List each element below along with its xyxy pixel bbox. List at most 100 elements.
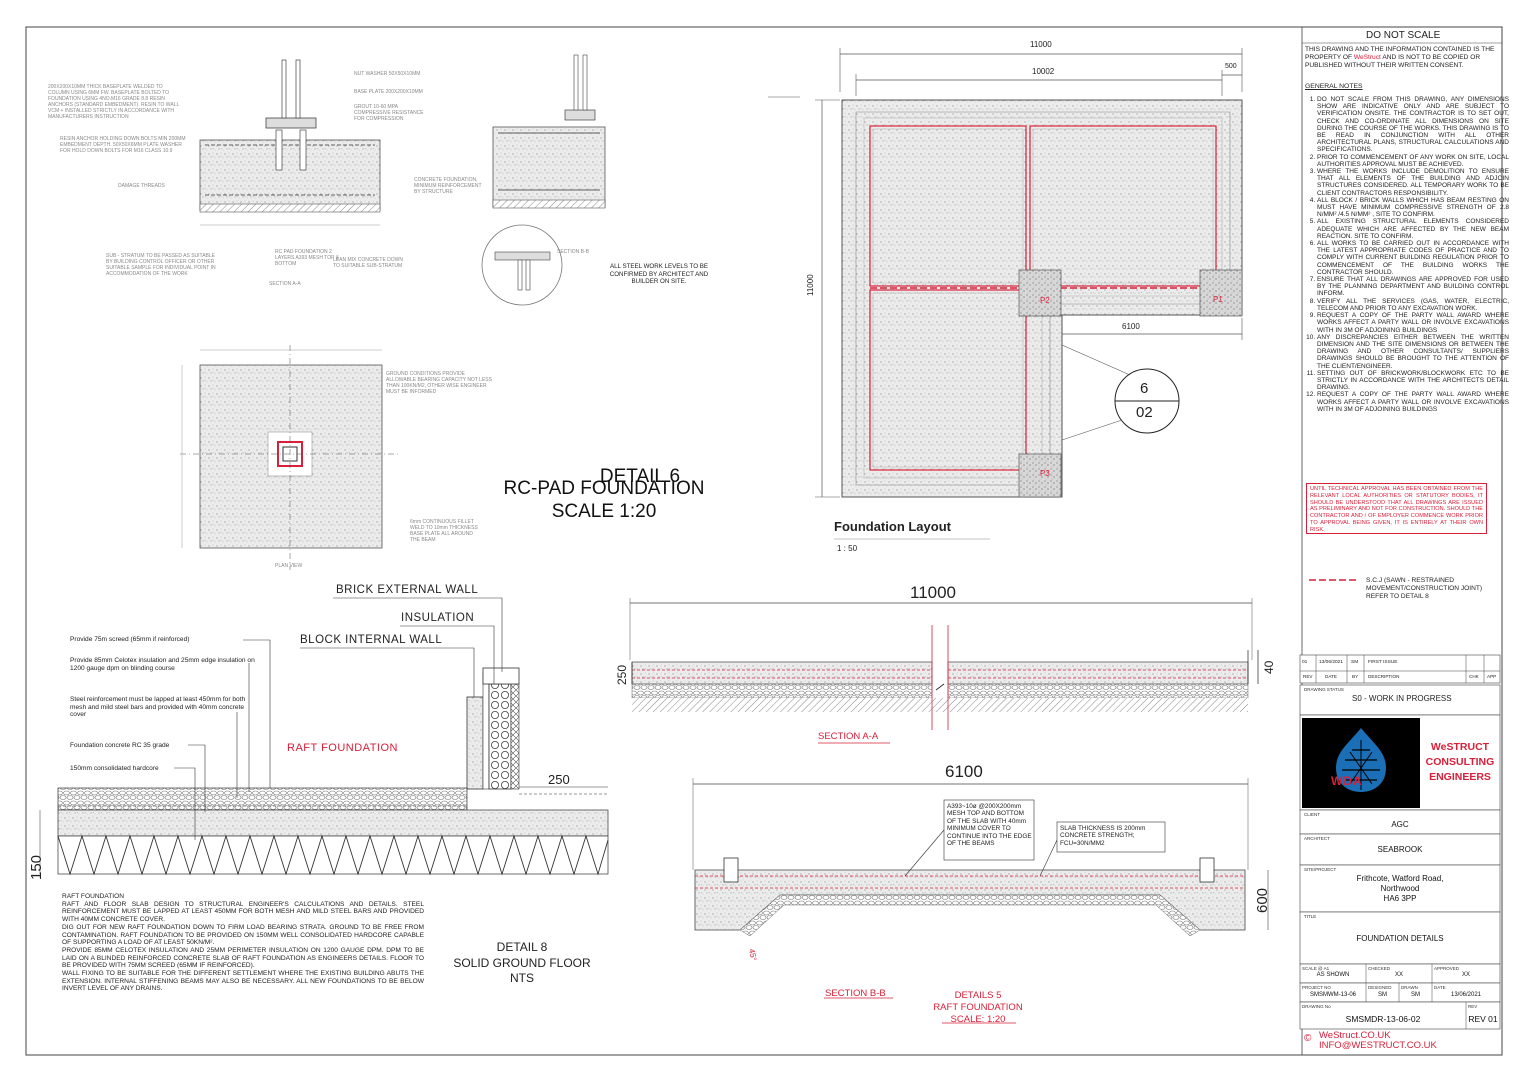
email-link[interactable]: INFO@WESTRUCT.CO.UK bbox=[1319, 1040, 1437, 1051]
layout-dim-side: 11000 bbox=[806, 274, 815, 296]
approved-label: APPROVED bbox=[1434, 966, 1460, 971]
section-bb-dim-overall: 6100 bbox=[945, 762, 983, 781]
pad-annotation-concrete: CONCRETE FOUNDATION, MINIMUM REINFORCEME… bbox=[414, 177, 482, 195]
rev-row-description: FIRST ISSUE bbox=[1368, 660, 1398, 665]
pad-label-p3: P3 bbox=[1040, 469, 1050, 478]
architect-value: SEABROOK bbox=[1377, 845, 1423, 854]
celotex-note: Provide 85mm Celotex insulation and 25mm… bbox=[70, 657, 255, 672]
pad-annotation-washer: NUT WASHER 50X50X10MM bbox=[354, 71, 421, 77]
rc-pad-section-a bbox=[199, 59, 381, 226]
pad-annotation-ground: GROUND CONDITIONS PROVIDE ALLOWABLE BEAR… bbox=[386, 371, 492, 395]
copyright-icon: © bbox=[1304, 1033, 1312, 1044]
project-value: SMSMWM-13-06 bbox=[1309, 992, 1356, 998]
general-note: ALL BLOCK / BRICK WALLS WHICH HAS BEAM R… bbox=[1317, 197, 1509, 219]
general-note: ENSURE THAT ALL DRAWINGS ARE APPROVED FO… bbox=[1317, 276, 1509, 298]
client-value: AGC bbox=[1391, 820, 1409, 829]
brick-wall-label: BRICK EXTERNAL WALL bbox=[336, 584, 479, 596]
architect-label: ARCHITECT bbox=[1304, 836, 1330, 841]
approval-note: UNTIL TECHNICAL APPROVAL HAS BEEN OBTAIN… bbox=[1306, 483, 1487, 534]
pad-annotation-section-bb: SECTION B-B bbox=[557, 249, 589, 255]
title-label: TITLE bbox=[1304, 914, 1317, 919]
general-note: ANY DISCREPANCIES EITHER BETWEEN THE WRI… bbox=[1317, 334, 1509, 370]
layout-title: Foundation Layout bbox=[834, 519, 951, 534]
pad-label-p1: P1 bbox=[1213, 295, 1223, 304]
pad-annotation-substrata: SUB - STRATUM TO BE PASSED AS SUITABLE B… bbox=[106, 253, 216, 277]
concrete-note: Foundation concrete RC 35 grade bbox=[70, 742, 170, 749]
rev-row-rev: 01 bbox=[1302, 660, 1308, 665]
do-not-scale: DO NOT SCALE bbox=[1366, 30, 1441, 41]
pad-annotation-plan: PLAN VIEW bbox=[275, 563, 303, 569]
legend-line3: REFER TO DETAIL 8 bbox=[1366, 592, 1429, 600]
pad-annotation-bolts: RESIN ANCHOR HOLDING DOWN BOLTS MIN 200M… bbox=[60, 136, 186, 154]
layout-dim-6100: 6100 bbox=[1122, 322, 1140, 331]
detail6-title-line3: SCALE 1:20 bbox=[551, 501, 657, 522]
foundation-layout-plan bbox=[768, 48, 1243, 540]
raft-foundation-label: RAFT FOUNDATION bbox=[287, 742, 398, 754]
section-aa-dim-overall: 11000 bbox=[910, 583, 957, 602]
block-wall-label: BLOCK INTERNAL WALL bbox=[300, 634, 443, 646]
raft-note: DIG OUT FOR NEW RAFT FOUNDATION DOWN TO … bbox=[62, 923, 424, 947]
rev-row-by: SM bbox=[1351, 660, 1359, 665]
raft-note: PROVIDE 85MM CELOTEX INSULATION AND 25MM… bbox=[62, 946, 424, 970]
layout-dim-inner: 10002 bbox=[1032, 67, 1055, 76]
website-link[interactable]: WeStruct.CO.UK bbox=[1319, 1030, 1391, 1041]
general-note: DO NOT SCALE FROM THIS DRAWING, ANY DIME… bbox=[1317, 96, 1509, 154]
drawing-status: S0 - WORK IN PROGRESS bbox=[1352, 694, 1452, 703]
rev-header-by: BY bbox=[1352, 674, 1359, 679]
detail6-title-line1: DETAIL 6 bbox=[599, 466, 681, 487]
scj-legend: S.C.J (SAWN - RESTRAINED MOVEMENT/CONSTR… bbox=[1366, 577, 1482, 600]
details5-line1: DETAILS 5 bbox=[954, 990, 1002, 1001]
drawn-label: DRAWN bbox=[1401, 985, 1418, 990]
logo-text: WDA bbox=[1331, 774, 1363, 788]
pad-annotation-lean: LEAN MIX CONCRETE DOWN TO SUITABLE SUB-S… bbox=[333, 257, 404, 269]
property-line1: THIS DRAWING AND THE INFORMATION CONTAIN… bbox=[1305, 46, 1495, 53]
pad-annotation-thread: DAMAGE THREADS bbox=[118, 183, 165, 189]
property-notice: THIS DRAWING AND THE INFORMATION CONTAIN… bbox=[1305, 46, 1494, 69]
drawing-title: FOUNDATION DETAILS bbox=[1356, 934, 1444, 943]
drawing-no-label: DRAWING No bbox=[1302, 1004, 1331, 1009]
general-note: SETTING OUT OF BRICKWORK/BLOCKWORK ETC T… bbox=[1317, 370, 1509, 392]
general-notes-list: DO NOT SCALE FROM THIS DRAWING, ANY DIME… bbox=[1303, 96, 1509, 413]
property-brand: WeStruct bbox=[1353, 53, 1381, 61]
insulation-label: INSULATION bbox=[401, 612, 475, 624]
legend-line1: S.C.J (SAWN - RESTRAINED bbox=[1366, 577, 1455, 584]
raft-notes: RAFT FOUNDATION RAFT AND FLOOR SLAB DESI… bbox=[62, 893, 424, 993]
section-aa-dim-left: 250 bbox=[615, 664, 629, 685]
site-line2: Northwood bbox=[1380, 884, 1420, 893]
section-bb-drawing bbox=[692, 778, 1269, 1024]
general-note: WHERE THE WORKS INCLUDE DEMOLITION TO EN… bbox=[1317, 168, 1509, 197]
layout-dim-overall: 11000 bbox=[1030, 40, 1052, 49]
slab-note: SLAB THICKNESS IS 200mm CONCRETE STRENGT… bbox=[1060, 825, 1146, 847]
detail8-title-line3: NTS bbox=[510, 971, 534, 985]
checked-value: XX bbox=[1394, 972, 1403, 978]
pad-annotation-plate: BASE PLATE 200X200X10MM bbox=[354, 89, 423, 95]
general-note: REQUEST A COPY OF THE PARTY WALL AWARD W… bbox=[1317, 391, 1509, 413]
reinforcement-note: Steel reinforcement must be lapped at le… bbox=[70, 696, 246, 719]
general-note: ALL WORKS TO BE CARRIED OUT IN ACCORDANC… bbox=[1317, 240, 1509, 276]
rc-pad-plan bbox=[180, 345, 400, 570]
rev-row-date: 13/06/2021 bbox=[1319, 660, 1344, 665]
site-label: SITE/PROJECT bbox=[1304, 867, 1337, 872]
hardcore-note: 150mm consolidated hardcore bbox=[70, 765, 159, 772]
drawing-no-value: SMSMDR-13-06-02 bbox=[1345, 1014, 1421, 1024]
raft-note: WALL FIXING TO BE SUITABLE FOR THE DIFFE… bbox=[62, 970, 424, 993]
date-label: DATE bbox=[1434, 985, 1446, 990]
rev-header-date: DATE bbox=[1325, 674, 1337, 679]
layout-scale: 1 : 50 bbox=[837, 544, 858, 553]
rev-value: REV 01 bbox=[1468, 1014, 1498, 1024]
site-line1: Frithcote, Watford Road, bbox=[1356, 874, 1444, 883]
drawn-value: SM bbox=[1411, 992, 1420, 998]
rev-header-description: DESCRIPTION bbox=[1368, 674, 1400, 679]
site-line3: HA6 3PP bbox=[1383, 894, 1417, 903]
raft-note: RAFT FOUNDATION bbox=[62, 893, 125, 900]
pad-label-p2: P2 bbox=[1040, 296, 1050, 305]
section-bb-dim-depth: 600 bbox=[1254, 887, 1271, 913]
section-marker-bottom: 02 bbox=[1136, 404, 1153, 421]
scale-label: SCALE @ A1 bbox=[1302, 966, 1330, 971]
rev-label: REV bbox=[1468, 1004, 1478, 1009]
layout-dim-edge: 500 bbox=[1225, 63, 1237, 70]
details5-line3: SCALE: 1:20 bbox=[950, 1014, 1006, 1025]
pad-annotation-section-aa: SECTION A-A bbox=[269, 281, 301, 287]
title-block-frame bbox=[1299, 654, 1501, 1030]
